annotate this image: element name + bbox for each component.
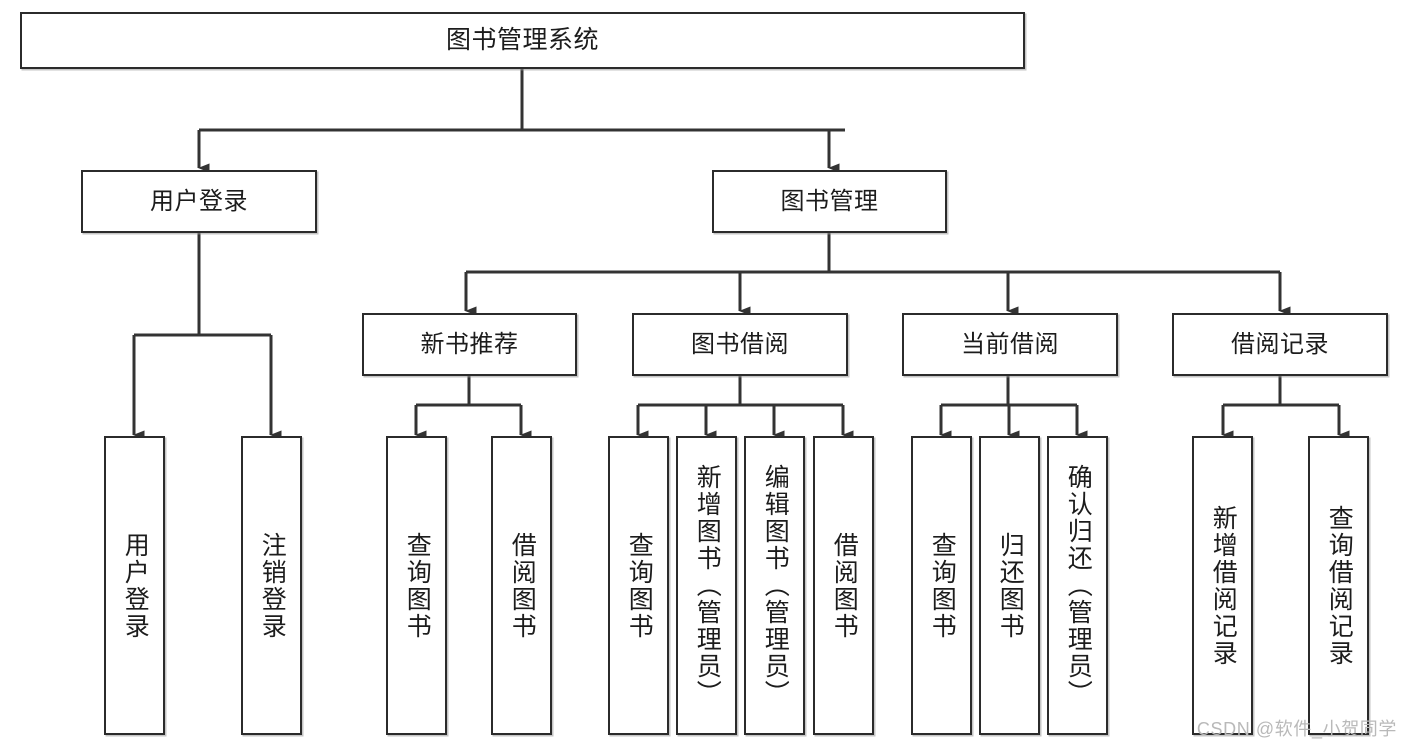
- node-user-login[interactable]: 用户登录: [81, 170, 317, 233]
- node-label: 查询借阅记录: [1325, 504, 1354, 667]
- node-new-book-recommend[interactable]: 新书推荐: [362, 313, 577, 376]
- node-label: 当前借阅: [961, 330, 1059, 358]
- node-label: 用户登录: [150, 187, 248, 215]
- node-leaf-bookborrow-query-book[interactable]: 查询图书: [608, 436, 669, 735]
- node-leaf-borrowrecord-add-record[interactable]: 新增借阅记录: [1192, 436, 1253, 735]
- node-label: 编辑图书（管理员）: [761, 464, 790, 707]
- node-leaf-currentborrow-confirm-return-admin[interactable]: 确认归还（管理员）: [1047, 436, 1108, 735]
- node-label: 借阅记录: [1231, 330, 1329, 358]
- node-leaf-currentborrow-return-book[interactable]: 归还图书: [979, 436, 1040, 735]
- node-leaf-borrowrecord-query-record[interactable]: 查询借阅记录: [1308, 436, 1369, 735]
- node-label: 图书管理: [780, 187, 879, 215]
- node-leaf-user-login-login[interactable]: 用户登录: [104, 436, 165, 735]
- node-leaf-bookborrow-edit-book-admin[interactable]: 编辑图书（管理员）: [744, 436, 805, 735]
- node-label: 查询图书: [625, 531, 654, 640]
- node-label: 借阅图书: [830, 531, 859, 640]
- node-book-management-system[interactable]: 图书管理系统: [20, 12, 1025, 69]
- node-label: 用户登录: [121, 531, 150, 640]
- node-label: 归还图书: [996, 531, 1025, 640]
- node-label: 新增借阅记录: [1209, 504, 1238, 667]
- node-leaf-newbook-borrow-book[interactable]: 借阅图书: [491, 436, 552, 735]
- node-label: 图书借阅: [691, 330, 789, 358]
- node-leaf-bookborrow-add-book-admin[interactable]: 新增图书（管理员）: [676, 436, 737, 735]
- node-label: 查询图书: [403, 531, 432, 640]
- node-label: 注销登录: [258, 531, 287, 640]
- node-label: 新书推荐: [420, 330, 519, 358]
- node-label: 查询图书: [928, 531, 957, 640]
- node-leaf-currentborrow-query-book[interactable]: 查询图书: [911, 436, 972, 735]
- node-label: 借阅图书: [508, 531, 537, 640]
- node-leaf-newbook-query-book[interactable]: 查询图书: [386, 436, 447, 735]
- node-label: 图书管理系统: [445, 26, 599, 55]
- node-leaf-bookborrow-borrow-book[interactable]: 借阅图书: [813, 436, 874, 735]
- node-leaf-user-login-logout[interactable]: 注销登录: [241, 436, 302, 735]
- node-book-management[interactable]: 图书管理: [712, 170, 947, 233]
- node-label: 确认归还（管理员）: [1064, 464, 1093, 707]
- node-book-borrow[interactable]: 图书借阅: [632, 313, 848, 376]
- node-current-borrow[interactable]: 当前借阅: [902, 313, 1118, 376]
- node-borrow-record[interactable]: 借阅记录: [1172, 313, 1388, 376]
- node-label: 新增图书（管理员）: [693, 464, 722, 707]
